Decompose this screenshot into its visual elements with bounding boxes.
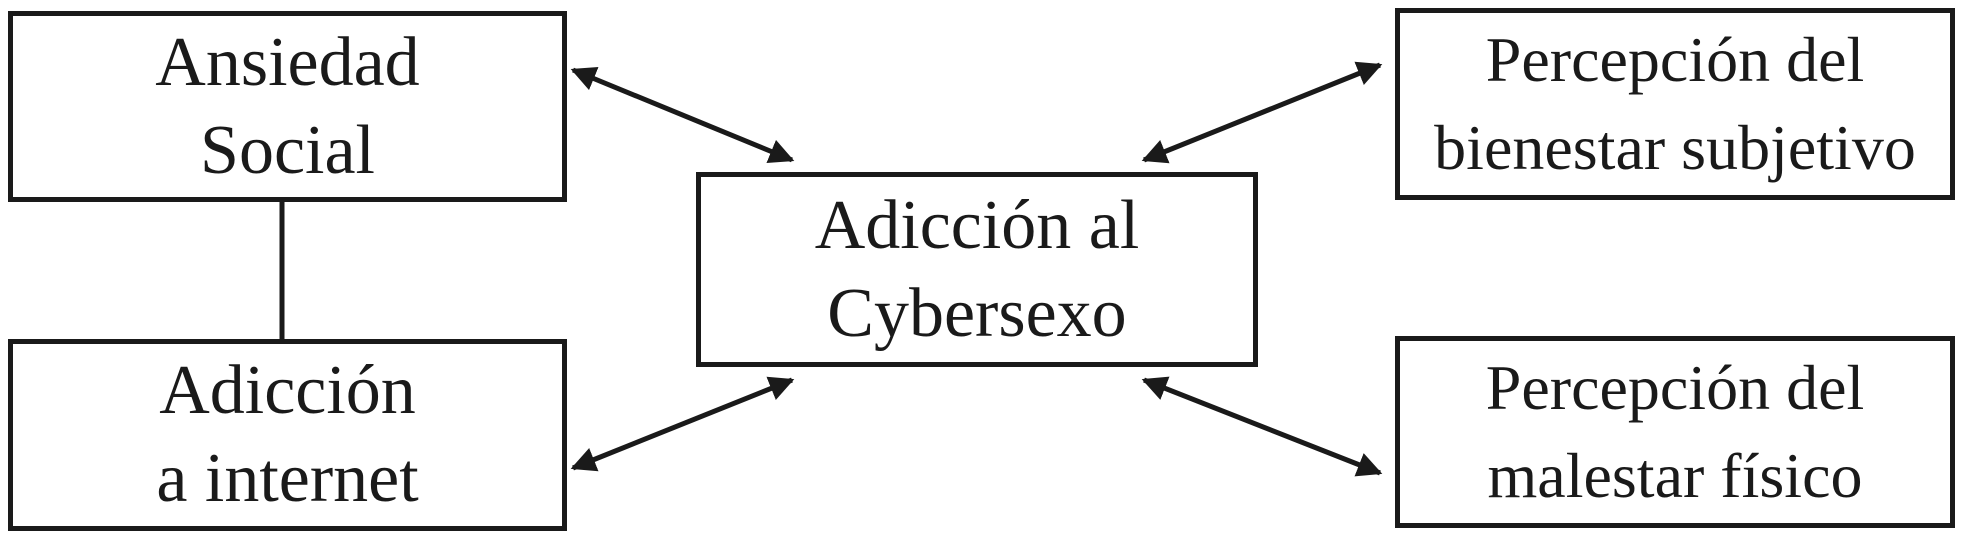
arrow-ansiedad-cybersexo [570, 66, 795, 164]
node-label-line: Adicción al [814, 186, 1140, 264]
node-label-line: Cybersexo [827, 274, 1127, 352]
node-adiccion-cybersexo: Adicción al Cybersexo [696, 172, 1258, 367]
node-label-line: Adicción [159, 352, 416, 429]
arrow-cybersexo-bienestar [1141, 61, 1383, 164]
node-ansiedad-social: Ansiedad Social [8, 11, 567, 202]
node-adiccion-internet: Adicción a internet [8, 339, 567, 531]
node-label-line: a internet [156, 440, 419, 517]
node-label-line: Ansiedad [155, 23, 420, 101]
node-label-line: bienestar subjetivo [1434, 112, 1916, 183]
arrow-internet-cybersexo [570, 376, 795, 472]
node-malestar-fisico: Percepción del malestar físico [1395, 336, 1955, 528]
node-label-line: malestar físico [1487, 440, 1863, 511]
node-label-line: Social [200, 111, 375, 189]
node-label-line: Percepción del [1485, 24, 1865, 95]
arrow-cybersexo-malestar [1141, 376, 1383, 477]
node-bienestar-subjetivo: Percepción del bienestar subjetivo [1395, 8, 1955, 200]
node-label-line: Percepción del [1485, 352, 1865, 423]
